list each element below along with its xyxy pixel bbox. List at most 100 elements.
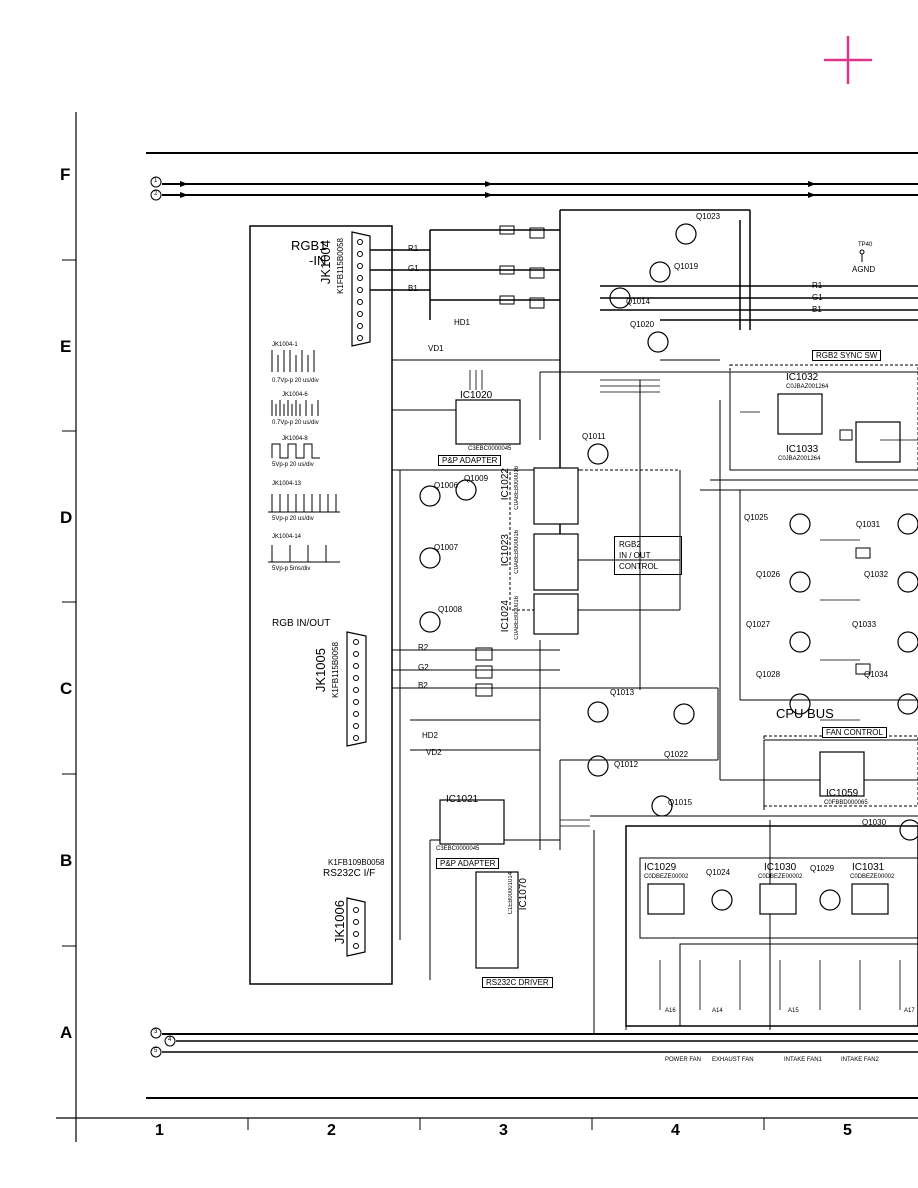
net-tp40: TP40 bbox=[858, 242, 873, 248]
rs232-part: K1FB109B0058 bbox=[328, 858, 385, 867]
intake-fan2-label: INTAKE FAN2 bbox=[841, 1057, 879, 1063]
net-g2: G2 bbox=[418, 663, 429, 672]
rgb2-control-line2: IN / OUT bbox=[619, 551, 651, 560]
q1030-label: Q1030 bbox=[862, 818, 887, 827]
rgb-inout-title: RGB IN/OUT bbox=[272, 618, 331, 629]
ic1033-part: C0JBAZ001264 bbox=[778, 456, 821, 462]
q1031-label: Q1031 bbox=[856, 520, 881, 529]
jk1005-label: JK1005 bbox=[313, 648, 328, 693]
rgb2-control-line1: RGB2 bbox=[619, 540, 641, 549]
q1006-label: Q1006 bbox=[434, 481, 459, 490]
row-label-c: C bbox=[60, 679, 73, 698]
fan-connector-a15: A15 bbox=[788, 1008, 799, 1014]
fan-control-label: FAN CONTROL bbox=[822, 727, 887, 738]
q1008-label: Q1008 bbox=[438, 605, 463, 614]
ic1022-part: C0ABEB000016 bbox=[514, 466, 520, 510]
net-g1: G1 bbox=[408, 264, 419, 273]
q1020-label: Q1020 bbox=[630, 320, 655, 329]
col-label-2: 2 bbox=[327, 1122, 336, 1139]
ic1059-label: IC1059 bbox=[826, 788, 859, 799]
cpu-bus-label: CPU BUS bbox=[776, 706, 834, 721]
q1025-label: Q1025 bbox=[744, 513, 769, 522]
q1019-label: Q1019 bbox=[674, 262, 699, 271]
q1033-label: Q1033 bbox=[852, 620, 877, 629]
net-r1-out: R1 bbox=[812, 281, 823, 290]
rs232-driver-label: RS232C DRIVER bbox=[482, 977, 553, 988]
rgb1-sub: -IN bbox=[309, 253, 327, 268]
waveform-label-3: JK1004-8 bbox=[282, 436, 308, 442]
waveform-label-4: JK1004-13 bbox=[272, 481, 302, 487]
q1012-label: Q1012 bbox=[614, 760, 639, 769]
ic1029-part: C0DBEZE00002 bbox=[644, 874, 689, 880]
net-b1-out: B1 bbox=[812, 305, 822, 314]
q1034-label: Q1034 bbox=[864, 670, 889, 679]
fan-connector-a16: A16 bbox=[665, 1008, 676, 1014]
fan-connector-a14: A14 bbox=[712, 1008, 723, 1014]
q1029-label: Q1029 bbox=[810, 864, 835, 873]
col-label-3: 3 bbox=[499, 1122, 508, 1139]
bus-number-1: 1 bbox=[154, 178, 158, 184]
q1027-label: Q1027 bbox=[746, 620, 771, 629]
row-label-a: A bbox=[60, 1023, 73, 1042]
waveform-scale-3: 5Vp-p 20 us/div bbox=[272, 462, 314, 468]
rgb2-control-box: RGB2 IN / OUT CONTROL bbox=[614, 536, 682, 575]
jk1004-label: JK1004 bbox=[318, 240, 333, 285]
intake-fan1-label: INTAKE FAN1 bbox=[784, 1057, 822, 1063]
waveform-label-1: JK1004-1 bbox=[272, 342, 298, 348]
rgb1-title: RGB1 bbox=[291, 238, 327, 253]
q1022-label: Q1022 bbox=[664, 750, 689, 759]
ic1030-label: IC1030 bbox=[764, 862, 797, 873]
rgb2-sync-sw-label: RGB2 SYNC SW bbox=[812, 350, 882, 361]
bus-number-3: 3 bbox=[154, 1029, 158, 1035]
net-g1-out: G1 bbox=[812, 293, 823, 302]
q1011-label: Q1011 bbox=[582, 432, 606, 441]
pp-adapter-label: P&P ADAPTER bbox=[438, 455, 502, 466]
q1028-label: Q1028 bbox=[756, 670, 781, 679]
ic1070-label: IC1070 bbox=[518, 878, 529, 911]
ic1070-part: C1EB00001014 bbox=[508, 872, 514, 915]
net-r2: R2 bbox=[418, 643, 429, 652]
ic1031-part: C0DBEZE00002 bbox=[850, 874, 895, 880]
ic1024-label: IC1024 bbox=[500, 600, 511, 633]
col-label-5: 5 bbox=[843, 1122, 852, 1139]
ic1020-part: C3EBC0000045 bbox=[468, 446, 512, 452]
ic1023-label: IC1023 bbox=[500, 534, 511, 567]
ic1021-label: IC1021 bbox=[446, 794, 479, 805]
q1009-label: Q1009 bbox=[464, 474, 489, 483]
jk1004-part: K1FB115B0058 bbox=[336, 238, 345, 294]
jk1005-part: K1FB115B0058 bbox=[331, 642, 340, 698]
q1014-label: Q1014 bbox=[626, 297, 651, 306]
ic1033-label: IC1033 bbox=[786, 444, 819, 455]
q1023-label: Q1023 bbox=[696, 212, 721, 221]
ic1029-label: IC1029 bbox=[644, 862, 677, 873]
q1015-label: Q1015 bbox=[668, 798, 693, 807]
q1024-label: Q1024 bbox=[706, 868, 731, 877]
net-hd2: HD2 bbox=[422, 731, 439, 740]
row-label-f: F bbox=[60, 165, 71, 184]
net-vd2: VD2 bbox=[426, 748, 442, 757]
bus-number-2: 2 bbox=[154, 191, 158, 197]
row-label-d: D bbox=[60, 508, 73, 527]
ic1032-label: IC1032 bbox=[786, 372, 819, 383]
q1026-label: Q1026 bbox=[756, 570, 781, 579]
ic1030-part: C0DBEZE00002 bbox=[758, 874, 803, 880]
rgb2-control-line3: CONTROL bbox=[619, 562, 659, 571]
ic1032-part: C0JBAZ001264 bbox=[786, 384, 829, 390]
fan-connector-a17: A17 bbox=[904, 1008, 915, 1014]
net-vd1: VD1 bbox=[428, 344, 444, 353]
q1032-label: Q1032 bbox=[864, 570, 889, 579]
net-b1: B1 bbox=[408, 284, 418, 293]
ic1021-part: C3EBC0000045 bbox=[436, 846, 480, 852]
bus-number-4: 4 bbox=[168, 1037, 172, 1043]
ic1022-label: IC1022 bbox=[500, 468, 511, 501]
net-hd1: HD1 bbox=[454, 318, 471, 327]
ic1024-part: C0ABEB000016 bbox=[514, 596, 520, 640]
net-r1: R1 bbox=[408, 244, 419, 253]
waveform-scale-4: 5Vp-p 20 us/div bbox=[272, 516, 314, 522]
waveform-scale-5: 5Vp-p 5ms/div bbox=[272, 566, 311, 572]
ic1059-part: C0FBBD000065 bbox=[824, 800, 868, 806]
waveform-scale-1: 0.7Vp-p 20 us/div bbox=[272, 378, 319, 384]
q1013-label: Q1013 bbox=[610, 688, 635, 697]
ic1020-label: IC1020 bbox=[460, 390, 493, 401]
